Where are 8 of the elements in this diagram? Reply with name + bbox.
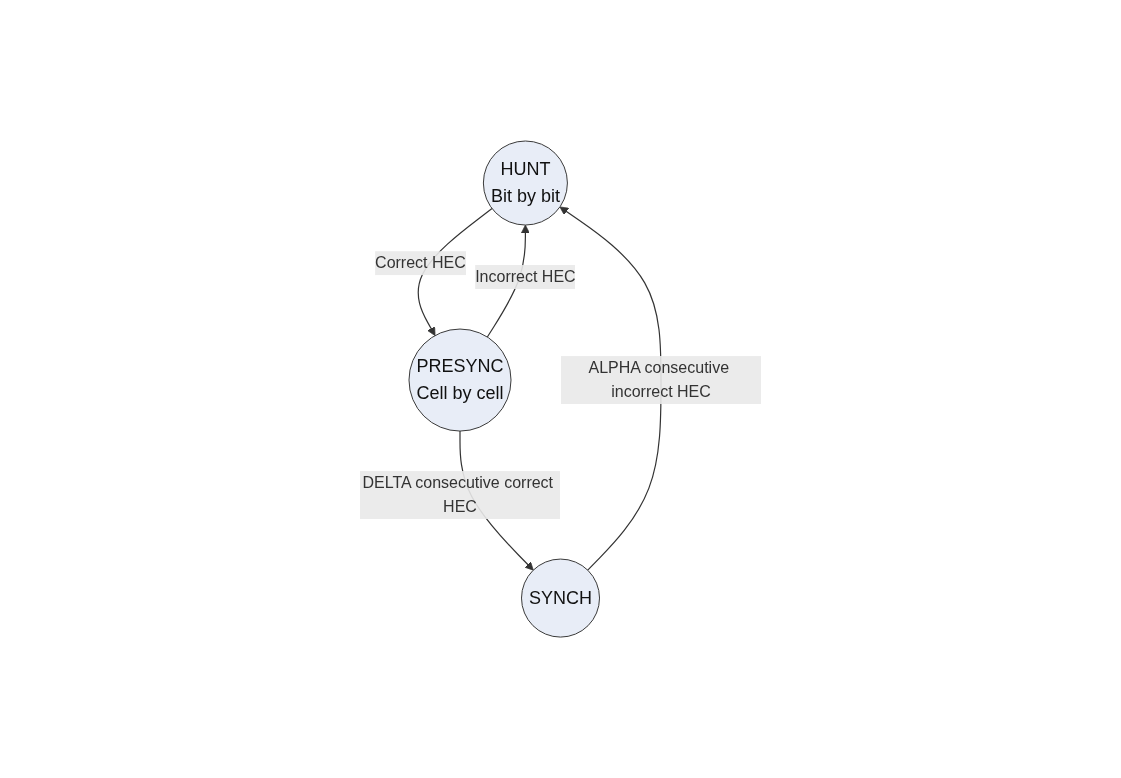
- node-circle: PRESYNC Cell by cell: [408, 328, 512, 432]
- edge-label: DELTA consecutive correct HEC: [362, 474, 554, 516]
- node-circle: HUNT Bit by bit: [482, 140, 568, 226]
- node-circle: SYNCH: [521, 558, 600, 638]
- edge-label: ALPHA consecutive incorrect HEC: [588, 359, 730, 400]
- edge-label: Correct HEC: [375, 254, 466, 272]
- edge-label: Incorrect HEC: [475, 267, 576, 285]
- arrow: [559, 206, 662, 571]
